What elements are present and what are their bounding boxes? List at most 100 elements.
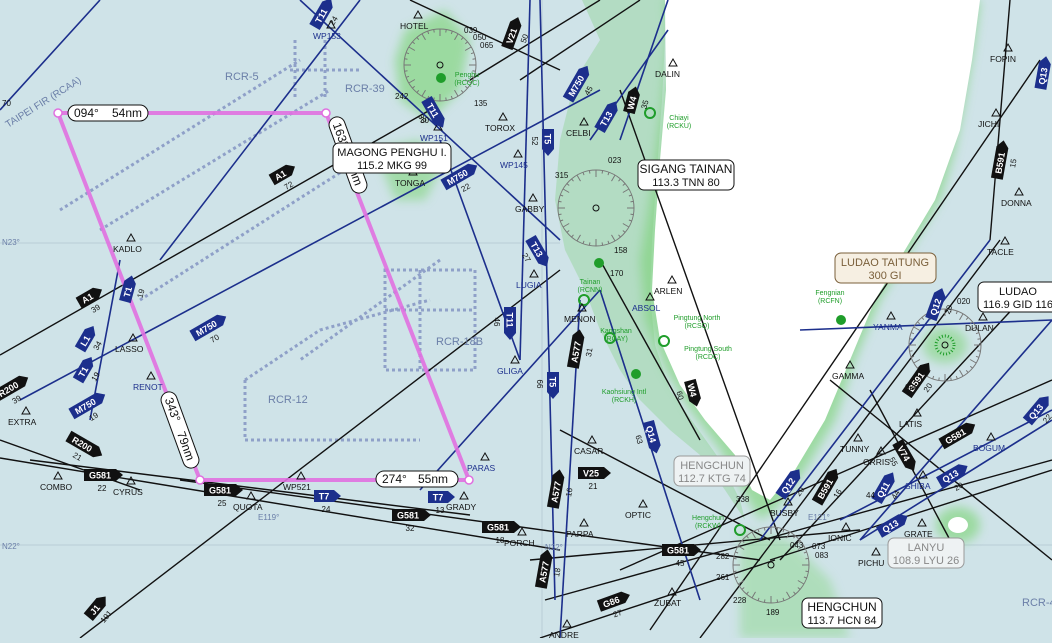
navaid-lanyu-name: LANYU <box>908 542 945 554</box>
airway-label: G581 <box>487 523 509 533</box>
fix-triangle <box>513 148 523 158</box>
fix-gabby: GABBY <box>515 204 545 214</box>
fix-orris: ORRIS <box>863 457 890 467</box>
leg1-course: 094° <box>74 106 99 120</box>
airway-distance: 63 <box>633 434 644 445</box>
navaid-ludao-taitung[interactable]: LUDAO TAITUNG 300 GI <box>834 252 937 284</box>
fix-triangle <box>126 232 136 242</box>
fix-andre: ANDRE <box>549 630 579 638</box>
airway-distance: 45 <box>676 559 685 568</box>
airway-distance: 24 <box>322 505 331 514</box>
airport-pingtung-s-name: Pingtung South <box>684 346 732 353</box>
airport-kaohsiung-name: Kaohsiung Intl <box>602 389 647 396</box>
navaid-magong[interactable]: MAGONG PENGHU I. 115.2 MKG 99 <box>332 142 452 174</box>
fix-triangle <box>528 192 538 202</box>
fix-triangle <box>21 405 31 415</box>
fix-triangle <box>668 57 678 67</box>
fix-triangle <box>1014 186 1024 196</box>
num-1: 039 <box>464 26 478 35</box>
fix-wp521: WP521 <box>283 482 311 492</box>
navaid-lanyu-detail: 108.9 LYU 26 <box>893 555 959 567</box>
navaid-tainan[interactable]: SIGANG TAINAN 113.3 TNN 80 <box>637 159 735 191</box>
label-rcr12: RCR-12 <box>268 394 308 406</box>
airway-label: A1 <box>273 168 288 182</box>
airway-label: L1 <box>78 334 92 348</box>
airway-label: W4 <box>625 95 638 111</box>
airport-labels: Penghu (RCQC) Chiayi (RCKU) Tainan (RCNN… <box>454 72 844 530</box>
leg3-label[interactable]: 274° 55nm <box>375 470 459 488</box>
airport-penghu-code: (RCQC) <box>454 80 479 87</box>
num-20: 30 <box>420 116 429 125</box>
navaid-hengchun-ndb-detail: 112.7 KTG 74 <box>678 473 746 485</box>
airway-label: J1 <box>88 603 102 617</box>
fix-triangle <box>459 490 469 500</box>
fix-casar: CASAR <box>574 446 603 456</box>
num-4: 242 <box>395 92 409 101</box>
airport-tainan-code: (RCNN) <box>578 287 603 294</box>
fix-porch: PORCH <box>504 538 535 548</box>
fix-tunny: TUNNY <box>840 444 870 454</box>
fix-grady: GRADY <box>446 502 477 512</box>
navaid-hengchun-detail: 113.7 HCN 84 <box>808 615 877 627</box>
fix-triangle <box>480 451 490 461</box>
fix-triangle <box>577 302 587 312</box>
fix-renot: RENOT <box>133 382 163 392</box>
airway-distance: 21 <box>589 482 598 491</box>
fix-hotel: HOTEL <box>400 21 429 31</box>
fix-triangle <box>1003 42 1013 52</box>
airway-shield-g581e[interactable]: G581 45 <box>662 544 701 568</box>
label-e119: E119° <box>258 513 279 522</box>
navaid-hengchun-name: HENGCHUN <box>807 600 876 614</box>
airway-distance: 27 <box>612 608 624 620</box>
fix-triangle <box>841 521 851 531</box>
airway-label: T7 <box>433 493 444 503</box>
navaid-ludao[interactable]: LUDAO 116.9 GID 116 <box>977 281 1052 313</box>
fix-latis: LATIS <box>899 419 922 429</box>
fix-triangle <box>126 475 136 485</box>
airway-distance: 19 <box>136 288 147 299</box>
fix-triangle <box>579 517 589 527</box>
num-3: 065 <box>480 41 494 50</box>
airway-distance: 60 <box>674 390 685 401</box>
label-rcr4: RCR-4 <box>1022 597 1052 609</box>
navaid-lanyu[interactable]: LANYU 108.9 LYU 26 <box>887 537 965 569</box>
fix-triangle <box>498 111 508 121</box>
fix-triangle <box>1000 235 1010 245</box>
leg1-label[interactable]: 094° 54nm <box>67 104 149 122</box>
num-19: 020 <box>905 383 919 392</box>
leg4-label[interactable]: 343° 79nm <box>159 390 201 471</box>
navaid-hengchun-ndb[interactable]: HENGCHUN 112.7 KTG 74 <box>673 455 751 487</box>
airway-label: G581 <box>667 546 689 556</box>
fix-wp145: WP145 <box>500 160 528 170</box>
navaid-hengchun[interactable]: HENGCHUN 113.7 HCN 84 <box>801 597 883 629</box>
airport-hengchun-name: Hengchun <box>692 515 724 522</box>
fix-quota: QUOTA <box>233 502 263 512</box>
